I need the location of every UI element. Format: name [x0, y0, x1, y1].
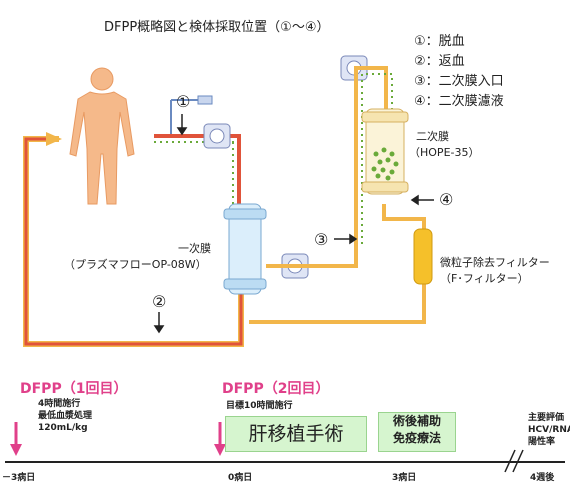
- primary-membrane: [223, 203, 267, 295]
- primary-membrane-label: 一次膜: [178, 242, 211, 255]
- primary-membrane-model: （プラズマフローOP-08W）: [64, 258, 207, 271]
- detail-line: 最低血漿処理: [38, 411, 93, 421]
- day-label: 0病日: [228, 473, 253, 483]
- secondary-membrane: [361, 108, 409, 195]
- dfpp-first-label: DFPP（1回目）: [20, 381, 128, 397]
- legend-item: ④：二次膜濾液: [414, 94, 504, 109]
- eval-line: 主要評価: [528, 413, 565, 423]
- dfpp-diagram-panel: DFPP概略図と検体採取位置（①～④） ①：脱血 ②：返血 ③：二次膜入口 ④：…: [4, 4, 564, 349]
- postop-immunotherapy-box: 術後補助 免疫療法: [378, 412, 456, 452]
- day-label: －3病日: [2, 473, 36, 483]
- dfpp-first-detail: 4時間施行 最低血漿処理 120mL/kg: [38, 398, 92, 434]
- legend-item: ②：返血: [414, 54, 465, 69]
- plasma-return-line: [249, 284, 426, 324]
- particle-filter: [413, 228, 433, 285]
- marker-3: ③: [314, 230, 329, 249]
- timeline-graphics: [5, 422, 565, 473]
- marker-2: ②: [152, 292, 167, 311]
- day-label: 4週後: [530, 473, 555, 483]
- detail-line: 4時間施行: [38, 399, 81, 409]
- sample-legend: ①：脱血 ②：返血 ③：二次膜入口 ④：二次膜濾液: [414, 32, 504, 112]
- day0-arrow: [214, 444, 226, 456]
- box-line: 術後補助: [392, 414, 441, 428]
- dfpp-second-note: 目標10時間施行: [226, 401, 293, 411]
- primary-evaluation: 主要評価 HCV/RNA 陽性率: [528, 412, 570, 448]
- liver-transplant-box: 肝移植手術: [225, 416, 367, 452]
- eval-line: HCV/RNA: [528, 425, 570, 435]
- day-label: 3病日: [392, 473, 417, 483]
- circuit-diagram: [23, 55, 434, 347]
- legend-item: ③：二次膜入口: [414, 74, 504, 89]
- filter-short-label: （F･フィルター）: [440, 272, 529, 285]
- filter-label: 微粒子除去フィルター: [440, 256, 550, 269]
- eval-line: 陽性率: [528, 437, 556, 447]
- filtrate-line: [382, 204, 426, 234]
- dfpp-second-label: DFPP（2回目）: [222, 381, 330, 397]
- marker-4: ④: [439, 190, 454, 209]
- secondary-membrane-label: 二次膜: [416, 130, 449, 143]
- treatment-timeline: DFPP（1回目） 4時間施行 最低血漿処理 120mL/kg DFPP（2回目…: [0, 360, 570, 485]
- box-line: 免疫療法: [392, 431, 441, 445]
- human-figure: [69, 67, 135, 205]
- secondary-membrane-model: （HOPE-35）: [409, 146, 480, 159]
- legend-item: ①：脱血: [414, 34, 465, 49]
- draw-line: [154, 134, 241, 209]
- plasma-line-to-secondary: [266, 66, 388, 268]
- detail-line: 120mL/kg: [38, 423, 88, 433]
- sample-port-1: [170, 95, 213, 134]
- marker-1: ①: [176, 92, 191, 111]
- return-arrow: [46, 132, 62, 146]
- day-minus3-arrow: [10, 444, 22, 456]
- diagram-title: DFPP概略図と検体採取位置（①～④）: [104, 20, 330, 35]
